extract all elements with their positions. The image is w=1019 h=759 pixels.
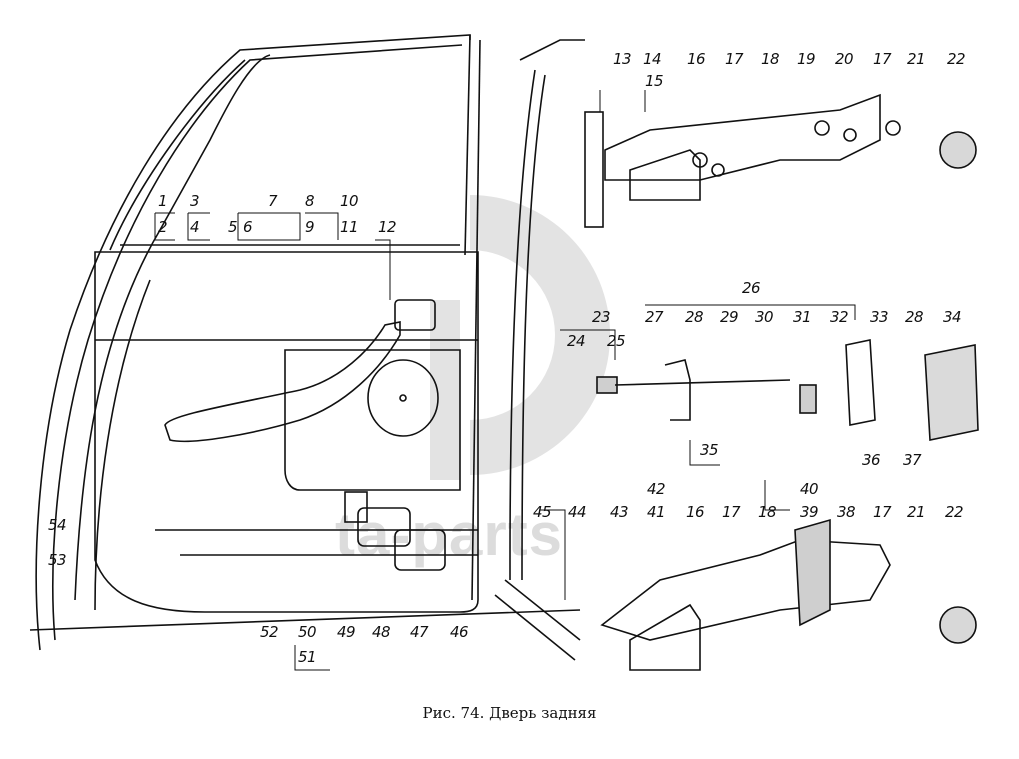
callout-label: 4 (190, 218, 200, 236)
callout-label: 28 (905, 308, 924, 326)
callout-label: 39 (800, 503, 819, 521)
callout-label: 36 (862, 451, 881, 469)
callout-label: 17 (873, 503, 892, 521)
figure-caption: Рис. 74. Дверь задняя (422, 704, 597, 722)
callout-label: 53 (48, 551, 67, 569)
callout-label: 13 (613, 50, 632, 68)
callout-label: 54 (48, 516, 67, 534)
callout-label: 1 (158, 192, 168, 210)
callout-label: 17 (873, 50, 892, 68)
leader-lines (154, 90, 856, 671)
callout-label: 16 (687, 50, 706, 68)
callout-label: 48 (372, 623, 391, 641)
callout-label: 21 (907, 503, 926, 521)
callout-label: 49 (337, 623, 356, 641)
door-outline (29, 34, 979, 671)
callout-label: 46 (450, 623, 469, 641)
callout-label: 25 (607, 332, 626, 350)
watermark: ta-parts (335, 501, 564, 568)
callout-label: 15 (645, 72, 664, 90)
callout-label: 37 (903, 451, 922, 469)
callout-label: 33 (870, 308, 889, 326)
watermark-stem (430, 300, 460, 480)
callout-label: 14 (643, 50, 662, 68)
callout-label: 19 (797, 50, 816, 68)
callout-label: 18 (758, 503, 777, 521)
callout-label: 6 (243, 218, 253, 236)
callout-label: 42 (647, 480, 666, 498)
callout-label: 41 (647, 503, 666, 521)
callout-label: 17 (722, 503, 741, 521)
callout-label: 9 (305, 218, 315, 236)
callout-label: 12 (378, 218, 397, 236)
callout-label: 7 (268, 192, 278, 210)
callout-label: 40 (800, 480, 819, 498)
callout-label: 22 (945, 503, 964, 521)
callout-label: 29 (720, 308, 739, 326)
callout-label: 52 (260, 623, 279, 641)
callout-label: 20 (835, 50, 854, 68)
callout-label: 24 (567, 332, 586, 350)
callout-label: 3 (190, 192, 200, 210)
callout-label: 45 (533, 503, 552, 521)
callout-label: 47 (410, 623, 429, 641)
callout-label: 18 (761, 50, 780, 68)
callout-label: 2 (158, 218, 168, 236)
callout-label: 31 (793, 308, 812, 326)
callout-label: 38 (837, 503, 856, 521)
callout-label: 51 (298, 648, 317, 666)
callout-label: 26 (742, 279, 761, 297)
callout-label: 8 (305, 192, 315, 210)
watermark-logo (470, 194, 611, 475)
callout-label: 28 (685, 308, 704, 326)
callout-label: 44 (568, 503, 587, 521)
callout-label: 30 (755, 308, 774, 326)
callout-label: 21 (907, 50, 926, 68)
callout-label: 35 (700, 441, 719, 459)
callout-label: 34 (943, 308, 962, 326)
callout-label: 32 (830, 308, 849, 326)
callout-label: 27 (645, 308, 664, 326)
callout-label: 11 (340, 218, 359, 236)
callout-label: 23 (592, 308, 611, 326)
callout-label: 16 (686, 503, 705, 521)
callout-label: 43 (610, 503, 629, 521)
callout-label: 5 (228, 218, 238, 236)
callout-label: 50 (298, 623, 317, 641)
callout-label: 17 (725, 50, 744, 68)
callout-label: 10 (340, 192, 359, 210)
callout-label: 22 (947, 50, 966, 68)
